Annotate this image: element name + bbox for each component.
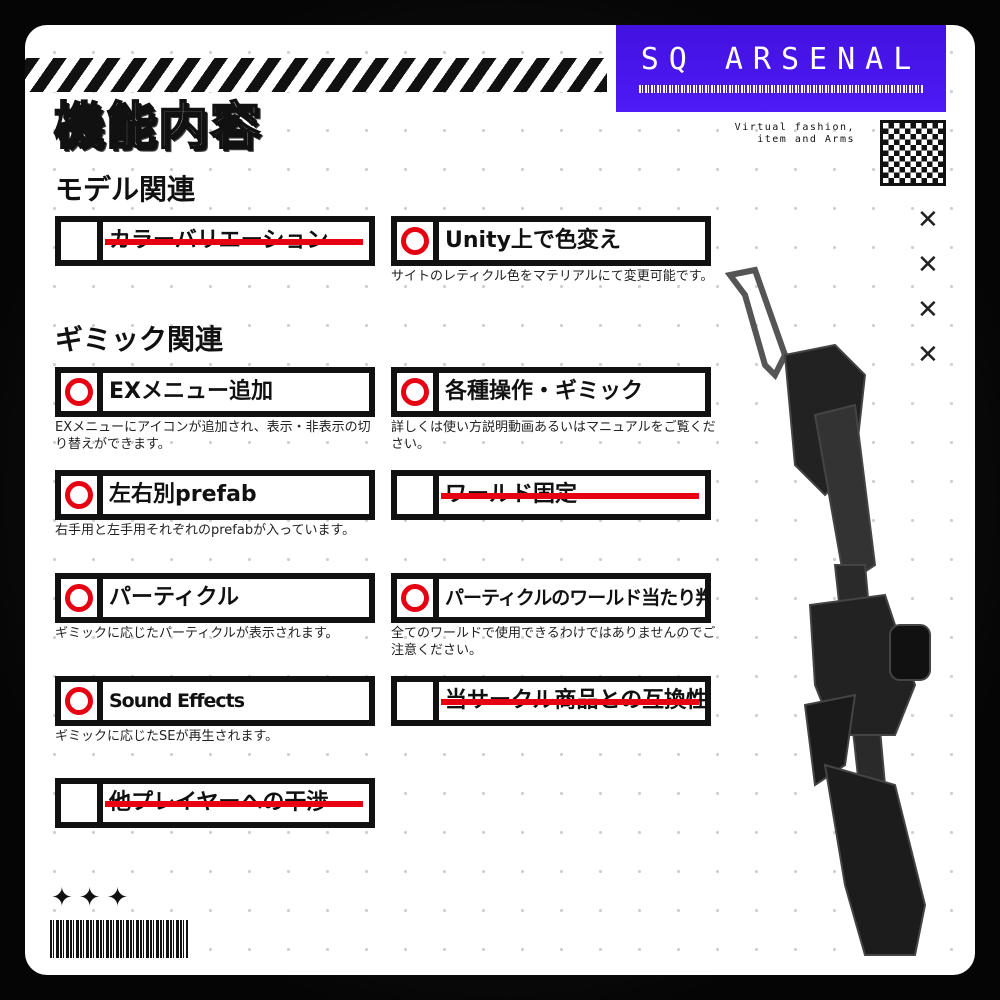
feature-label: 左右別prefab [109,482,257,507]
availability-cell [61,476,103,514]
feature-description: 詳しくは使い方説明動画あるいはマニュアルをご覧ください。 [391,420,716,452]
feature-item: ワールド固定 [391,470,711,520]
circle-mark-icon [401,227,429,255]
availability-cell [397,373,439,411]
availability-cell [61,784,103,822]
weapon-illustration [724,266,931,956]
brand-tagline: Virtual fashion,item and Arms [735,122,855,146]
availability-cell [397,476,439,514]
x-mark-icon: ✕ [917,340,939,370]
feature-label: 他プレイヤーへの干渉 [103,784,369,822]
feature-description: 全てのワールドで使用できるわけではありませんのでご注意ください。 [391,626,716,658]
circle-mark-icon [65,481,93,509]
feature-item: Unity上で色変え [391,216,711,266]
feature-item: EXメニュー追加 [55,367,375,417]
feature-item: 左右別prefab [55,470,375,520]
availability-cell [397,682,439,720]
circle-mark-icon [401,378,429,406]
circle-mark-icon [401,584,429,612]
feature-item: パーティクルのワールド当たり判定 [391,573,711,623]
feature-label: Sound Effects [109,690,245,712]
feature-label: カラーバリエーション [103,222,369,260]
section-heading-model: モデル関連 [55,173,196,206]
x-mark-icon: ✕ [917,205,939,235]
x-mark-icon: ✕ [917,250,939,280]
circle-mark-icon [65,378,93,406]
logo-barcode-icon [638,85,924,93]
feature-label: 当サークル商品との互換性 [439,682,705,720]
feature-description: ギミックに応じたSEが再生されます。 [55,729,279,744]
feature-description: 右手用と左手用それぞれのprefabが入っています。 [55,523,356,538]
availability-cell [61,682,103,720]
availability-cell [61,222,103,260]
brand-tagline-line-1: Virtual fashion, [734,122,855,133]
feature-label: パーティクルのワールド当たり判定 [445,587,705,609]
availability-cell [397,222,439,260]
feature-description: サイトのレティクル色をマテリアルにて変更可能です。 [391,269,714,284]
feature-card: 機能内容 モデル関連 ギミック関連 カラーバリエーション Unity上で色変えサイ… [25,25,975,975]
page-title: 機能内容 [53,96,262,156]
qr-code-icon [880,120,946,186]
section-heading-gimmick: ギミック関連 [55,323,224,356]
brand-tagline-line-2: item and Arms [757,134,855,145]
availability-cell [397,579,439,617]
availability-cell [61,373,103,411]
feature-item: パーティクル [55,573,375,623]
feature-item: 他プレイヤーへの干渉 [55,778,375,828]
feature-item: 当サークル商品との互換性 [391,676,711,726]
barcode-icon [50,920,188,958]
feature-label: パーティクル [109,585,240,610]
feature-item: カラーバリエーション [55,216,375,266]
brand-name: SQ ARSENAL [640,42,922,77]
availability-cell [61,579,103,617]
circle-mark-icon [65,687,93,715]
feature-label: ワールド固定 [439,476,705,514]
x-mark-icon: ✕ [917,295,939,325]
circle-mark-icon [65,584,93,612]
feature-item: 各種操作・ギミック [391,367,711,417]
feature-label: 各種操作・ギミック [445,379,644,404]
feature-description: ギミックに応じたパーティクルが表示されます。 [55,626,339,641]
feature-description: EXメニューにアイコンが追加され、表示・非表示の切り替えができます。 [55,420,371,452]
brand-logo: SQ ARSENAL [616,25,946,112]
stars-icon: ✦✦✦ [51,883,135,913]
feature-item: Sound Effects [55,676,375,726]
feature-label: EXメニュー追加 [109,379,273,404]
hazard-stripes [25,58,607,92]
feature-label: Unity上で色変え [445,228,621,253]
